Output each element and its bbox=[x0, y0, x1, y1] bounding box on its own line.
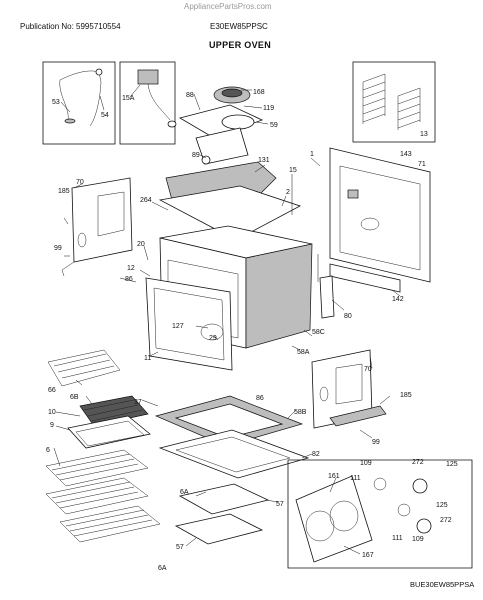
bake-element-tray bbox=[158, 429, 310, 479]
callout-71: 71 bbox=[418, 161, 426, 168]
bracket-80 bbox=[319, 275, 335, 319]
callout-127: 127 bbox=[172, 323, 184, 330]
oven-rack-1 bbox=[45, 449, 149, 487]
callout-125-lower: 125 bbox=[436, 502, 448, 509]
callout-13: 13 bbox=[420, 131, 428, 138]
inset-oven-racks-13 bbox=[352, 61, 436, 143]
callout-168: 168 bbox=[253, 89, 265, 96]
inset-fan-kit bbox=[287, 459, 473, 569]
callout-58c: 58C bbox=[312, 329, 325, 336]
callout-6: 6 bbox=[46, 447, 50, 454]
callout-167: 167 bbox=[362, 552, 374, 559]
diagram-title: UPPER OVEN bbox=[209, 40, 272, 50]
callout-12: 12 bbox=[127, 265, 135, 272]
callout-86-lower: 86 bbox=[256, 395, 264, 402]
inset-sensor-15a bbox=[119, 61, 177, 145]
leader-lines bbox=[53, 84, 401, 555]
convection-fan-assembly bbox=[178, 86, 264, 165]
callout-99-upper: 99 bbox=[54, 245, 62, 252]
callout-20: 20 bbox=[137, 241, 145, 248]
oven-rack-2 bbox=[45, 477, 149, 515]
callout-57-upper: 57 bbox=[276, 501, 284, 508]
callout-66: 66 bbox=[48, 387, 56, 394]
callout-125-upper: 125 bbox=[446, 461, 458, 468]
left-side-panel bbox=[61, 177, 133, 277]
rear-panel bbox=[329, 147, 431, 283]
model-number: E30EW85PPSC bbox=[210, 22, 268, 31]
oven-cavity-box bbox=[145, 225, 313, 371]
callout-1: 1 bbox=[310, 151, 314, 158]
rear-bracket-142 bbox=[329, 263, 401, 293]
callout-109-upper: 109 bbox=[360, 460, 372, 467]
callout-111-upper: 111 bbox=[350, 475, 361, 482]
callout-185-lower: 185 bbox=[400, 392, 412, 399]
callout-2: 2 bbox=[286, 189, 290, 196]
callout-15a: 15A bbox=[122, 95, 135, 102]
callout-29: 29 bbox=[209, 335, 217, 342]
callout-142: 142 bbox=[392, 296, 404, 303]
oven-rack-3 bbox=[59, 505, 161, 543]
callout-6a-upper: 6A bbox=[180, 489, 189, 496]
callout-86-upper: 86 bbox=[125, 276, 133, 283]
inset-wiring-53-54 bbox=[42, 61, 116, 145]
broil-pan bbox=[67, 415, 151, 449]
callout-labels: 53 54 15A 88 168 119 59 13 143 71 1 89 1… bbox=[46, 89, 458, 572]
callout-59: 59 bbox=[270, 122, 278, 129]
callout-6b: 6B bbox=[70, 394, 79, 401]
callout-82: 82 bbox=[312, 451, 320, 458]
callout-9: 9 bbox=[50, 422, 54, 429]
side-rail-99 bbox=[329, 405, 387, 427]
callout-80: 80 bbox=[344, 313, 352, 320]
callout-185-upper: 185 bbox=[58, 188, 70, 195]
door-frame-58b bbox=[154, 395, 304, 447]
callout-272-upper: 272 bbox=[412, 459, 424, 466]
callout-89: 89 bbox=[192, 152, 200, 159]
callout-111-lower: 111 bbox=[392, 535, 403, 542]
callout-109-lower: 109 bbox=[412, 536, 424, 543]
callout-70-lower: 70 bbox=[364, 366, 372, 373]
callout-15: 15 bbox=[289, 167, 297, 174]
callout-131: 131 bbox=[258, 157, 270, 164]
callout-58b: 58B bbox=[294, 409, 307, 416]
callout-161: 161 bbox=[328, 473, 340, 480]
top-duct-panel bbox=[158, 155, 302, 241]
callout-10: 10 bbox=[48, 409, 56, 416]
broil-element bbox=[47, 349, 121, 387]
callout-143: 143 bbox=[400, 151, 412, 158]
callout-6a-lower: 6A bbox=[158, 565, 167, 572]
callout-119: 119 bbox=[263, 105, 274, 112]
callout-37: 37 bbox=[134, 399, 142, 406]
callout-264: 264 bbox=[140, 197, 152, 204]
watermark-text: AppliancePartsPros.com bbox=[184, 2, 272, 11]
callout-70-upper: 70 bbox=[76, 179, 84, 186]
callout-53: 53 bbox=[52, 99, 60, 106]
bottom-panel-57 bbox=[174, 483, 270, 545]
callout-99-lower: 99 bbox=[372, 439, 380, 446]
callout-57-lower: 57 bbox=[176, 544, 184, 551]
publication-number: Publication No: 5995710554 bbox=[20, 22, 121, 31]
callout-11: 11 bbox=[144, 355, 151, 362]
diagram-code: BUE30EW85PPSA bbox=[410, 580, 475, 589]
callout-54: 54 bbox=[101, 112, 109, 119]
broil-pan-grid bbox=[79, 395, 149, 427]
callout-272-lower: 272 bbox=[440, 517, 452, 524]
callout-88: 88 bbox=[186, 92, 194, 99]
callout-58a: 58A bbox=[297, 349, 310, 356]
